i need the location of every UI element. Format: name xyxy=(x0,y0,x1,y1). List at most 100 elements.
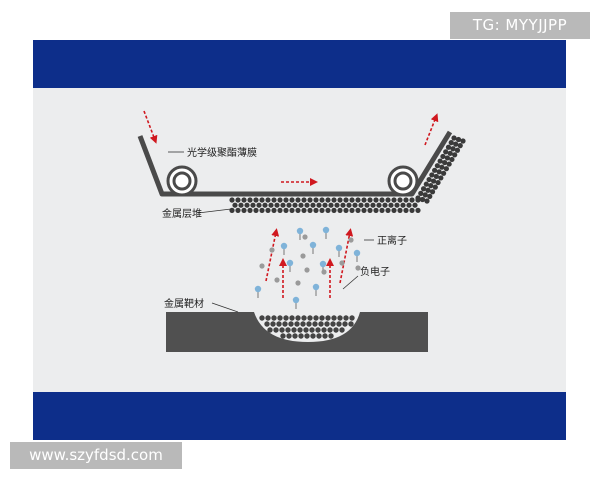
electron-label: 负电子 xyxy=(360,265,390,278)
metal-atom xyxy=(289,197,295,203)
metal-atom xyxy=(295,197,301,203)
electron xyxy=(269,247,275,253)
metal-atom xyxy=(453,141,459,147)
metal-atom xyxy=(322,202,328,208)
bottom-blue-band xyxy=(33,392,566,440)
top-blue-band xyxy=(33,40,566,88)
metal-atom xyxy=(379,197,385,203)
film-in-arrow xyxy=(143,110,158,144)
target-atom xyxy=(289,315,295,321)
target-atom xyxy=(322,333,328,339)
metal-atom xyxy=(304,202,310,208)
target-atom xyxy=(300,321,306,327)
metal-atom xyxy=(289,207,295,213)
metal-atom xyxy=(397,197,403,203)
metal-atom xyxy=(349,207,355,213)
metal-atom xyxy=(432,184,438,190)
film-out-arrow xyxy=(424,113,439,146)
metal-atom xyxy=(457,143,463,149)
metal-atom xyxy=(388,202,394,208)
metal-atom xyxy=(448,140,454,146)
watermark-bottom: www.szyfdsd.com xyxy=(10,442,182,469)
metal-target xyxy=(166,312,428,352)
metal-atom xyxy=(379,207,385,213)
metal-atom xyxy=(331,207,337,213)
target-atom xyxy=(324,321,330,327)
metal-atom xyxy=(361,197,367,203)
metal-atom xyxy=(235,207,241,213)
metal-atom xyxy=(449,156,455,163)
target-atom xyxy=(282,321,288,327)
metal-atom xyxy=(268,202,274,208)
metal-atom xyxy=(425,187,431,193)
target-atom xyxy=(303,327,309,333)
electron xyxy=(321,269,327,275)
target-atom xyxy=(348,321,354,327)
metal-atom xyxy=(412,202,418,208)
metal-atom xyxy=(307,197,313,203)
metal-atom xyxy=(307,207,313,213)
metal-atom xyxy=(283,197,289,203)
metal-atom xyxy=(435,179,441,186)
metal-atom xyxy=(443,166,449,172)
metal-atom xyxy=(415,207,421,213)
metal-atom xyxy=(238,202,244,208)
metal-atom xyxy=(400,202,406,208)
metal-atom xyxy=(419,196,426,203)
metal-atom xyxy=(256,202,262,208)
target-atom xyxy=(330,321,336,327)
target-atom xyxy=(288,321,294,327)
positive-ion xyxy=(319,260,327,268)
target-atom xyxy=(316,333,322,339)
electron xyxy=(295,280,301,286)
metal-atom xyxy=(440,153,446,160)
positive-ion xyxy=(296,227,304,235)
target-atom xyxy=(319,315,325,321)
positive-ion xyxy=(335,244,343,252)
target-atom xyxy=(306,321,312,327)
metal-atom xyxy=(433,173,439,180)
metal-atom xyxy=(361,207,367,213)
metal-atom xyxy=(391,197,397,203)
target-atom xyxy=(343,315,349,321)
metal-layer-stack xyxy=(229,135,466,213)
metal-atom xyxy=(418,190,424,196)
metal-atom xyxy=(434,163,440,169)
metal-atom xyxy=(451,135,457,141)
target-atom xyxy=(327,327,333,333)
positive-ion xyxy=(322,226,330,234)
positive-ion xyxy=(309,241,317,249)
target-atom xyxy=(259,315,265,321)
metal-atom xyxy=(437,158,443,164)
metal-atom xyxy=(352,202,358,208)
target-label: 金属靶材 xyxy=(164,297,204,310)
target-atom xyxy=(328,333,334,339)
positive-ion xyxy=(312,283,320,291)
target-atom xyxy=(267,327,273,333)
metal-atom xyxy=(229,207,235,213)
target-atom xyxy=(337,315,343,321)
metal-atom xyxy=(244,202,250,208)
metal-atom xyxy=(409,207,415,213)
metal-atom xyxy=(247,197,253,203)
metal-atom xyxy=(430,178,437,184)
target-atom xyxy=(271,315,277,321)
metal-atom xyxy=(403,207,409,213)
metal-atom xyxy=(444,155,451,161)
electron xyxy=(300,253,306,259)
positive-ion xyxy=(280,242,288,250)
target-atom xyxy=(298,333,304,339)
metal-atom xyxy=(447,150,453,156)
metal-atom xyxy=(343,197,349,203)
metal-atom xyxy=(427,193,433,199)
target-atom xyxy=(312,321,318,327)
metal-atom xyxy=(376,202,382,208)
left-roller xyxy=(166,165,198,197)
metal-atom xyxy=(340,202,346,208)
electron xyxy=(355,265,361,271)
electron xyxy=(259,263,265,269)
target-atom xyxy=(283,315,289,321)
metal-atom xyxy=(397,207,403,213)
electron xyxy=(274,277,280,283)
